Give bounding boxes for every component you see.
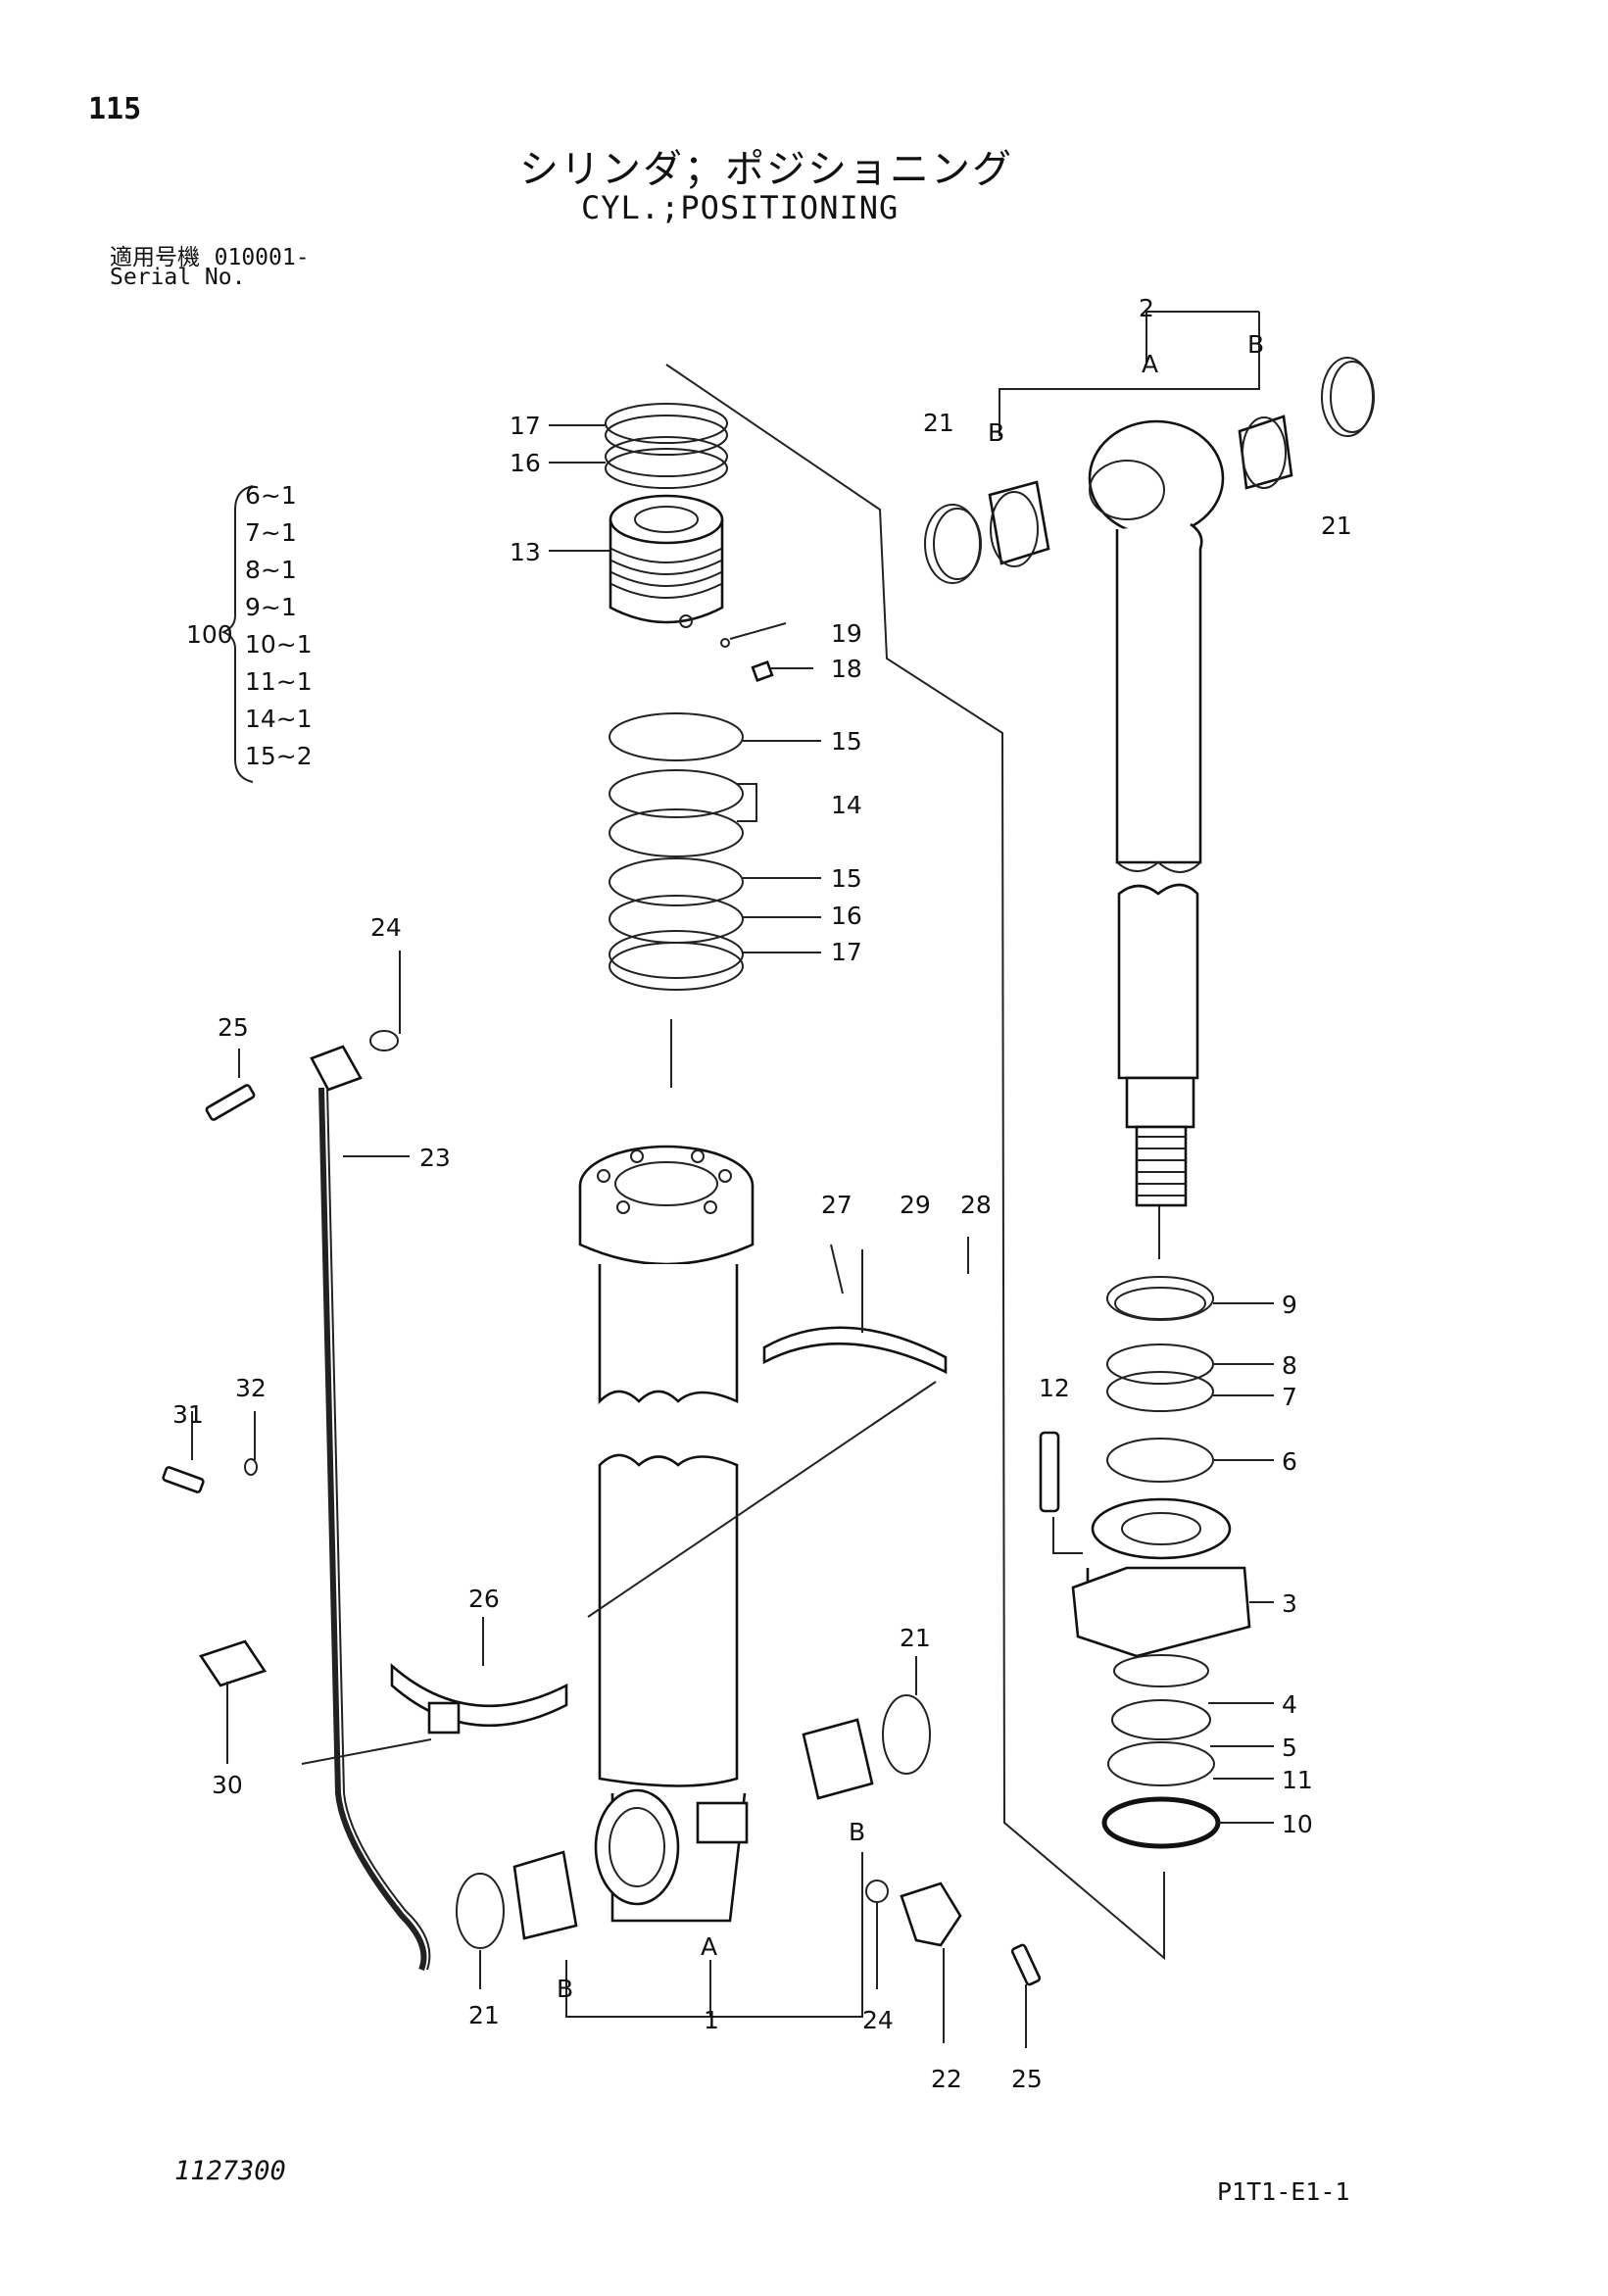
title-english: CYL.;POSITIONING bbox=[581, 189, 900, 226]
callout-8: 8 bbox=[1282, 1351, 1297, 1380]
callout-9: 9 bbox=[1282, 1291, 1297, 1319]
callout-31: 31 bbox=[172, 1400, 204, 1429]
kit-item: 6~1 bbox=[245, 481, 297, 510]
callout-10: 10 bbox=[1282, 1810, 1313, 1838]
label-b: B bbox=[988, 418, 1004, 447]
callout-12: 12 bbox=[1039, 1374, 1070, 1402]
callout-labels: 17 16 13 19 18 15 14 15 16 17 2 A B B 21… bbox=[172, 294, 1352, 2093]
callout-27: 27 bbox=[821, 1191, 853, 1219]
hose-part-23 bbox=[162, 1030, 1042, 1986]
callout-28: 28 bbox=[960, 1191, 992, 1219]
callout-29: 29 bbox=[900, 1191, 931, 1219]
callout-13: 13 bbox=[510, 538, 541, 566]
kit-item: 8~1 bbox=[245, 556, 297, 584]
callout-1: 1 bbox=[704, 2006, 719, 2034]
head-part-3 bbox=[1039, 1276, 1251, 1849]
serial-label-jp: 適用号機 bbox=[110, 245, 200, 270]
kit-item: 10~1 bbox=[245, 630, 313, 659]
kit-item: 11~1 bbox=[245, 667, 313, 696]
callout-21: 21 bbox=[900, 1624, 931, 1652]
callout-24: 24 bbox=[862, 2006, 894, 2034]
callout-16: 16 bbox=[831, 902, 862, 930]
label-b: B bbox=[557, 1975, 573, 2003]
callout-5: 5 bbox=[1282, 1734, 1297, 1762]
callout-26: 26 bbox=[468, 1585, 500, 1613]
callout-21: 21 bbox=[1321, 512, 1352, 540]
label-a: A bbox=[701, 1932, 717, 1961]
callout-21: 21 bbox=[468, 2001, 500, 2029]
callout-3: 3 bbox=[1282, 1589, 1297, 1618]
callout-7: 7 bbox=[1282, 1383, 1297, 1411]
callout-17: 17 bbox=[510, 412, 541, 440]
label-b: B bbox=[1247, 330, 1264, 359]
band-parts-26-27-30 bbox=[198, 1326, 948, 1765]
drawing-number: 1127300 bbox=[174, 2156, 286, 2186]
page-number: 115 bbox=[88, 92, 142, 126]
label-a: A bbox=[1142, 350, 1158, 378]
leader-lines bbox=[191, 424, 1274, 2048]
kit-item: 15~2 bbox=[245, 742, 313, 770]
callout-14: 14 bbox=[831, 791, 862, 819]
seal-rings-14-17 bbox=[609, 712, 757, 991]
callout-6: 6 bbox=[1282, 1447, 1297, 1476]
callout-21: 21 bbox=[923, 409, 954, 437]
callout-4: 4 bbox=[1282, 1690, 1297, 1719]
assembly-guide-lines bbox=[665, 364, 1165, 1961]
rod-part-2 bbox=[924, 311, 1375, 1207]
kit-100-bracket: 100 6~1 7~1 8~1 9~1 10~1 11~1 14~1 15~2 bbox=[186, 481, 313, 783]
callout-11: 11 bbox=[1282, 1766, 1313, 1794]
serial-label-en: Serial No. bbox=[110, 265, 246, 290]
label-b: B bbox=[849, 1818, 865, 1846]
kit-item: 9~1 bbox=[245, 593, 297, 621]
title-japanese: シリンダ；ポジショニング bbox=[519, 147, 1013, 192]
callout-24: 24 bbox=[370, 913, 402, 942]
page-code: P1T1-E1-1 bbox=[1217, 2177, 1350, 2206]
callout-23: 23 bbox=[419, 1144, 451, 1172]
callout-2: 2 bbox=[1139, 294, 1154, 322]
callout-32: 32 bbox=[235, 1374, 267, 1402]
callout-25: 25 bbox=[1011, 2065, 1043, 2093]
callout-25: 25 bbox=[218, 1013, 249, 1042]
callout-16: 16 bbox=[510, 449, 541, 477]
callout-19: 19 bbox=[831, 619, 862, 648]
tube-part-1 bbox=[456, 1145, 931, 2018]
piston-part-13 bbox=[605, 403, 774, 682]
callout-22: 22 bbox=[931, 2065, 962, 2093]
serial-label-row: 適用号機 010001- bbox=[110, 238, 310, 271]
callout-15: 15 bbox=[831, 727, 862, 756]
kit-number: 100 bbox=[186, 620, 233, 649]
callout-15: 15 bbox=[831, 864, 862, 893]
callout-30: 30 bbox=[212, 1771, 243, 1799]
callout-18: 18 bbox=[831, 655, 862, 683]
kit-item: 14~1 bbox=[245, 705, 313, 733]
kit-item: 7~1 bbox=[245, 518, 297, 547]
callout-17: 17 bbox=[831, 938, 862, 966]
serial-value: 010001- bbox=[214, 245, 310, 270]
